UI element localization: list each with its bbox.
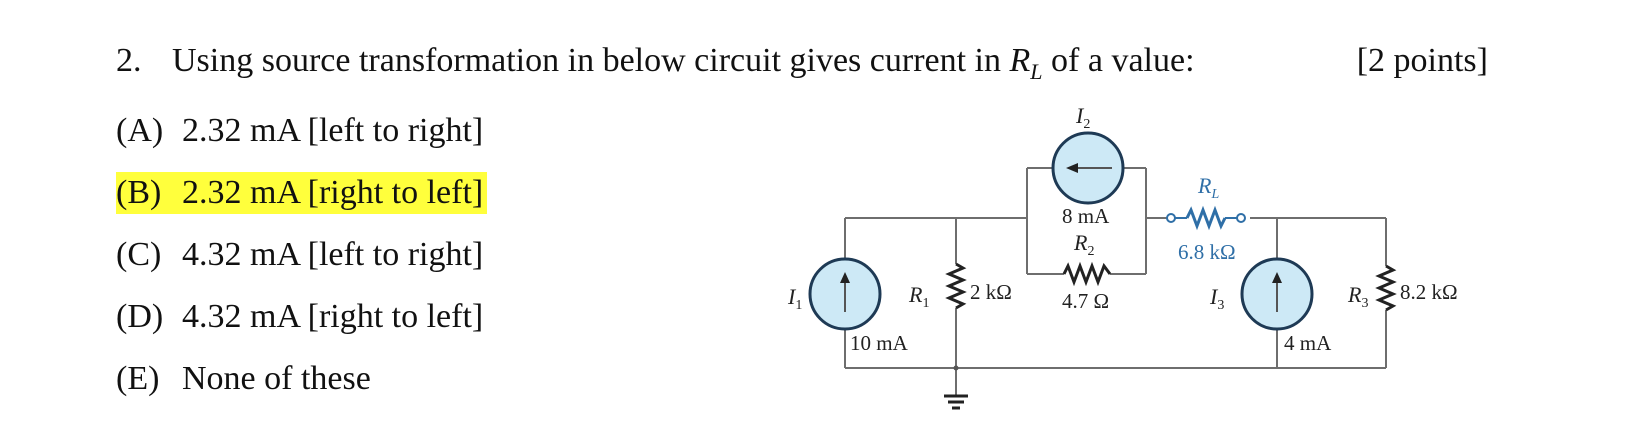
option-e-letter: (E) bbox=[116, 360, 160, 397]
option-d-text: 4.32 mA [right to left] bbox=[182, 298, 484, 335]
current-source-i2 bbox=[1051, 131, 1125, 205]
option-d[interactable]: (D) 4.32 mA [right to left] bbox=[116, 296, 483, 338]
ground-symbol bbox=[944, 394, 968, 410]
i3-value: 4 mA bbox=[1284, 331, 1332, 355]
resistor-r1 bbox=[945, 262, 967, 310]
option-a-text: 2.32 mA [left to right] bbox=[182, 112, 484, 149]
points-label: [2 points] bbox=[1356, 42, 1488, 79]
resistor-r3 bbox=[1375, 264, 1397, 312]
current-source-i1 bbox=[808, 257, 882, 331]
rl-symbol: R bbox=[1009, 42, 1031, 79]
option-c-letter: (C) bbox=[116, 236, 162, 273]
junction-node bbox=[953, 365, 959, 371]
option-b-text: 2.32 mA [right to left] bbox=[182, 174, 484, 211]
question-text-before: Using source transformation in below cir… bbox=[172, 42, 1001, 79]
i2-value: 8 mA bbox=[1062, 204, 1110, 228]
option-a[interactable]: (A) 2.32 mA [left to right] bbox=[116, 110, 483, 152]
option-e[interactable]: (E) None of these bbox=[116, 358, 371, 400]
resistor-r2 bbox=[1062, 261, 1112, 287]
question-text: 2. Using source transformation in below c… bbox=[116, 42, 1195, 85]
question-text-after: of a value: bbox=[1051, 42, 1195, 79]
i3-label: I3 bbox=[1209, 284, 1224, 313]
i1-label: I1 bbox=[787, 284, 802, 313]
option-c[interactable]: (C) 4.32 mA [left to right] bbox=[116, 234, 483, 276]
rl-subscript: L bbox=[1030, 58, 1043, 84]
i2-label: I2 bbox=[1075, 103, 1090, 132]
option-b[interactable]: (B) 2.32 mA [right to left] bbox=[116, 172, 488, 214]
option-e-text: None of these bbox=[182, 360, 371, 397]
rl-value: 6.8 kΩ bbox=[1178, 240, 1236, 264]
r3-label: R3 bbox=[1347, 282, 1368, 311]
option-c-text: 4.32 mA [left to right] bbox=[182, 236, 484, 273]
circuit-diagram: I1 10 mA I2 8 mA I3 4 mA R1 2 kΩ R2 4.7 … bbox=[787, 103, 1458, 410]
option-d-letter: (D) bbox=[116, 298, 164, 335]
r2-label: R2 bbox=[1073, 230, 1094, 259]
r1-label: R1 bbox=[908, 282, 929, 311]
option-a-letter: (A) bbox=[116, 112, 164, 149]
i1-value: 10 mA bbox=[850, 331, 909, 355]
r1-value: 2 kΩ bbox=[970, 280, 1012, 304]
current-source-i3 bbox=[1240, 257, 1314, 331]
load-resistor-rl bbox=[1166, 205, 1246, 231]
rl-label: RL bbox=[1197, 173, 1219, 202]
r3-value: 8.2 kΩ bbox=[1400, 280, 1458, 304]
question-number: 2. bbox=[116, 42, 142, 79]
option-b-letter: (B) bbox=[116, 174, 162, 211]
r2-value: 4.7 Ω bbox=[1062, 289, 1109, 313]
